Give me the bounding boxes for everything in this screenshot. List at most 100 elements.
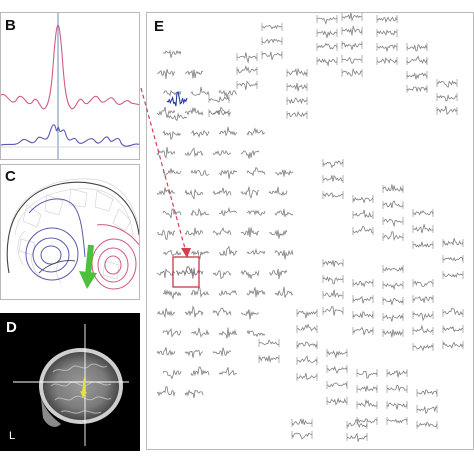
sensor-waveform [322,260,344,267]
sensor-waveform [162,369,182,380]
sensor-waveform [341,42,363,50]
sensor-waveform [323,289,344,299]
sensor-waveform [218,206,238,217]
sensor-waveform [212,187,232,197]
sensor-waveform [261,38,283,45]
sensor-waveform [218,169,238,179]
sensor-waveform [184,69,204,79]
sensor-waveform [212,227,232,236]
sensor-waveform [382,218,403,228]
sensor-waveform [406,72,428,80]
sensor-waveform [382,184,404,192]
sensor-waveform [322,160,344,169]
sensor-waveform [162,327,182,338]
sensor-waveform [190,208,210,217]
sensor-waveform [156,106,176,119]
sensor-waveform [162,129,182,140]
sensor-waveform [316,42,338,50]
brain [43,352,119,420]
sensor-waveform [184,389,204,398]
sensor-waveform [163,49,182,59]
sensor-waveform [326,397,348,406]
sensor-waveform [382,282,404,291]
sensor-waveform [212,307,232,317]
sensor-waveform [341,24,363,36]
sensor-waveform [322,306,344,316]
sensor-waveform [436,80,458,88]
sensor-waveform [274,208,294,217]
sensor-waveform [208,110,230,116]
sensor-waveform [346,419,368,428]
contour-line [38,260,76,274]
sensor-waveform [218,126,238,137]
sensor-waveform [296,341,318,348]
sensor-waveform [382,200,404,209]
sensor-waveform [274,169,294,177]
sensor-waveform [184,349,204,358]
sensor-waveform [246,209,266,216]
sensor-waveform [442,325,464,333]
sensor-waveform [352,326,374,336]
sensor-waveform [346,432,368,442]
highlighted-channel-waveform [175,266,197,277]
sensor-waveform [268,268,288,280]
sensor-waveform [382,314,404,322]
sensor-waveform [326,350,348,359]
sensor-waveform [156,146,176,159]
panel-b-plot [1,13,139,159]
sensor-waveform [416,421,438,428]
sensor-waveform [341,56,363,64]
panel-b: B [0,12,140,160]
sensor-waveform [286,97,308,105]
sensor-waveform [246,127,266,136]
sensor-waveform [436,93,458,102]
sensor-waveform [356,398,378,408]
sensor-waveform [240,227,260,238]
sensor-waveform [412,312,434,322]
sensor-waveform [416,405,438,415]
pink-contours [91,224,139,290]
sensor-waveform [184,147,204,158]
sensor-waveform [261,24,283,30]
sensor-waveform [352,225,374,234]
panel-label-d: D [6,319,17,336]
sensor-waveform [386,418,408,424]
sensor-waveform [376,44,398,53]
sensor-waveform [156,268,176,278]
sensor-waveform [382,231,404,242]
panel-c-map [6,178,139,290]
sensor-waveform [258,339,280,346]
sensor-waveform [386,402,408,410]
sensor-waveform [376,57,398,65]
sensor-waveform [240,186,259,199]
sensor-waveform [246,248,266,256]
sensor-waveform [218,327,238,339]
sensor-waveform [240,269,260,279]
sensor-waveform [316,58,338,67]
panel-label-e: E [154,18,165,35]
sensor-waveform [162,289,182,300]
sensor-waveform [352,209,374,219]
sensor-waveform [156,308,176,319]
sensor-waveform [416,389,438,396]
sensor-waveform [442,272,464,278]
sensor-waveform [412,344,434,352]
sensor-waveform [246,329,266,338]
sensor-waveform [322,192,344,199]
sensor-waveform [412,241,434,248]
sensor-waveform-array [156,13,464,442]
sensor-waveform [184,267,204,279]
sensor-waveform [322,174,344,182]
green-dipole-arrow [79,244,97,289]
orientation-label: L [9,430,16,442]
sensor-waveform [442,237,464,246]
sensor-waveform [412,324,434,334]
sensor-waveform [246,287,266,298]
panel-d: D L [0,313,140,451]
sensor-waveform [413,224,434,234]
sensor-waveform [246,166,266,177]
yellow-source-marker [80,377,87,398]
sensor-waveform [166,112,188,122]
sensor-waveform [386,384,408,393]
sensor-waveform [442,256,464,262]
